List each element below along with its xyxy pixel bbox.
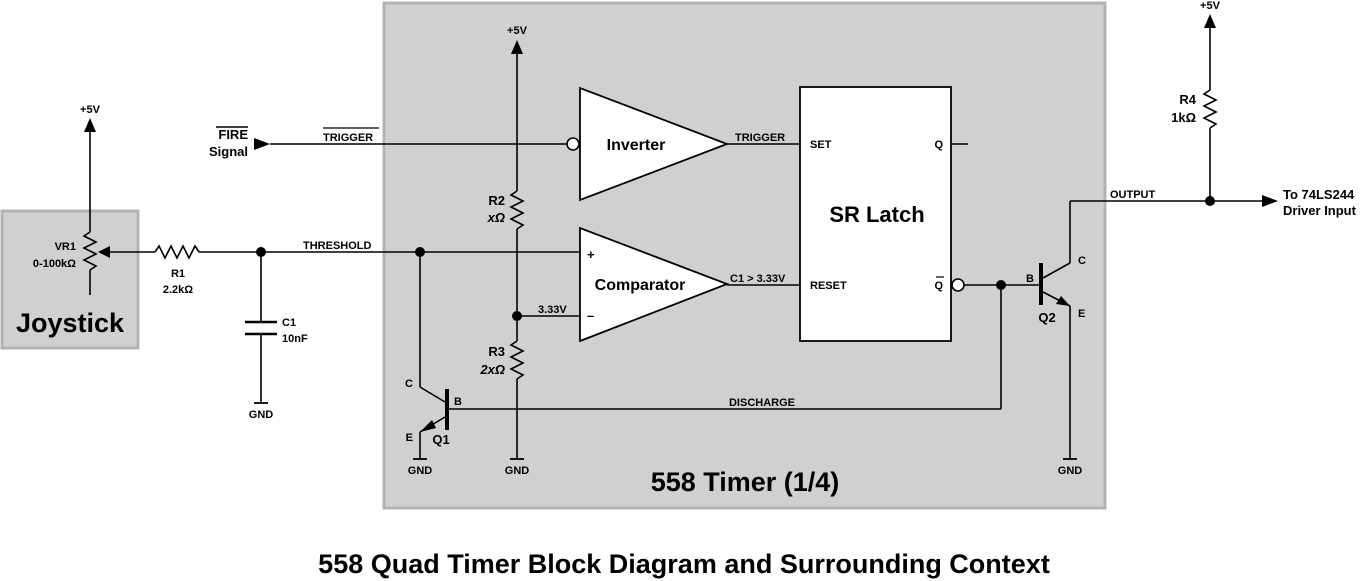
- plus5v-arrow-timer: [511, 40, 523, 54]
- plus5v-arrow-vr1: [84, 118, 96, 132]
- r1-name: R1: [171, 268, 185, 280]
- threshold-label: THRESHOLD: [303, 240, 372, 252]
- comparator-label: Comparator: [595, 277, 686, 294]
- q1-name: Q1: [432, 432, 449, 447]
- r4-resistor: [1202, 89, 1218, 129]
- diagram-title: 558 Quad Timer Block Diagram and Surroun…: [318, 549, 1050, 579]
- joystick-label: Joystick: [16, 308, 125, 338]
- destination-line1: To 74LS244: [1283, 187, 1355, 202]
- qbar-output-bubble: [951, 278, 965, 292]
- sr-latch-set: SET: [810, 139, 832, 151]
- q1-base-label: B: [454, 396, 462, 408]
- timer-block: [382, 1, 1107, 510]
- c1-name: C1: [282, 317, 296, 329]
- r2-resistor: [509, 190, 525, 230]
- q2-name: Q2: [1038, 310, 1055, 325]
- inverter-gate: [579, 86, 730, 202]
- r1-value: 2.2kΩ: [163, 284, 193, 296]
- r1-resistor: [154, 244, 200, 260]
- comparator-plus: +: [587, 247, 595, 262]
- comparator-minus: –: [587, 308, 594, 323]
- r3-resistor: [509, 340, 525, 380]
- r3-value: 2xΩ: [479, 362, 505, 377]
- destination-line2: Driver Input: [1283, 203, 1357, 218]
- r2-value: xΩ: [487, 210, 505, 225]
- fire-input-arrow: [254, 138, 270, 150]
- vr1-value: 0-100kΩ: [33, 258, 76, 270]
- timer-plus5v-label: +5V: [507, 25, 528, 37]
- r2-name: R2: [488, 193, 505, 208]
- r4-value: 1kΩ: [1171, 110, 1196, 125]
- q1-transistor: [413, 386, 1001, 460]
- timer-block-label: 558 Timer (1/4): [651, 467, 840, 497]
- q2-base-label: B: [1026, 273, 1034, 285]
- q1-emitter-label: E: [406, 432, 413, 444]
- inverter-input-bubble: [566, 137, 580, 151]
- q2-emitter-label: E: [1078, 308, 1085, 320]
- sr-latch-q: Q: [934, 139, 943, 151]
- r3-name: R3: [488, 344, 505, 359]
- fire-signal-label: Signal: [209, 144, 248, 159]
- sr-latch: [799, 86, 952, 342]
- sr-latch-label: SR Latch: [829, 202, 924, 227]
- joystick-block: [0, 209, 140, 350]
- output-arrow: [1262, 195, 1278, 207]
- c1-gnd-label: GND: [249, 409, 274, 421]
- c1-condition-label: C1 > 3.33V: [730, 273, 786, 285]
- sr-latch-reset: RESET: [810, 280, 847, 292]
- r4-plus5v-label: +5V: [1200, 0, 1221, 12]
- q1-collector-label: C: [405, 378, 413, 390]
- discharge-label: DISCHARGE: [729, 397, 795, 409]
- comparator-gate: [579, 226, 730, 343]
- ref-voltage-label: 3.33V: [538, 304, 567, 316]
- junction-output: [1205, 196, 1215, 206]
- c1-value: 10nF: [282, 333, 308, 345]
- q2-collector-label: C: [1078, 255, 1086, 267]
- wiper-arrow: [98, 246, 110, 258]
- vr1-potentiometer: [82, 118, 98, 295]
- trigger-bar-label: TRIGGER: [323, 132, 373, 144]
- sr-latch-qbar: Q: [934, 280, 943, 292]
- fire-word: FIRE: [218, 127, 248, 142]
- q2-transistor: [1039, 200, 1270, 460]
- vr1-plus5v-label: +5V: [80, 104, 101, 116]
- vr1-name: VR1: [55, 241, 76, 253]
- trigger-label: TRIGGER: [735, 132, 785, 144]
- output-label: OUTPUT: [1110, 189, 1156, 201]
- r4-name: R4: [1179, 92, 1196, 107]
- r3-gnd-label: GND: [505, 465, 530, 477]
- inverter-label: Inverter: [607, 137, 666, 154]
- q2-gnd-label: GND: [1058, 465, 1083, 477]
- plus5v-arrow-r4: [1204, 14, 1216, 28]
- q1-gnd-label: GND: [408, 465, 433, 477]
